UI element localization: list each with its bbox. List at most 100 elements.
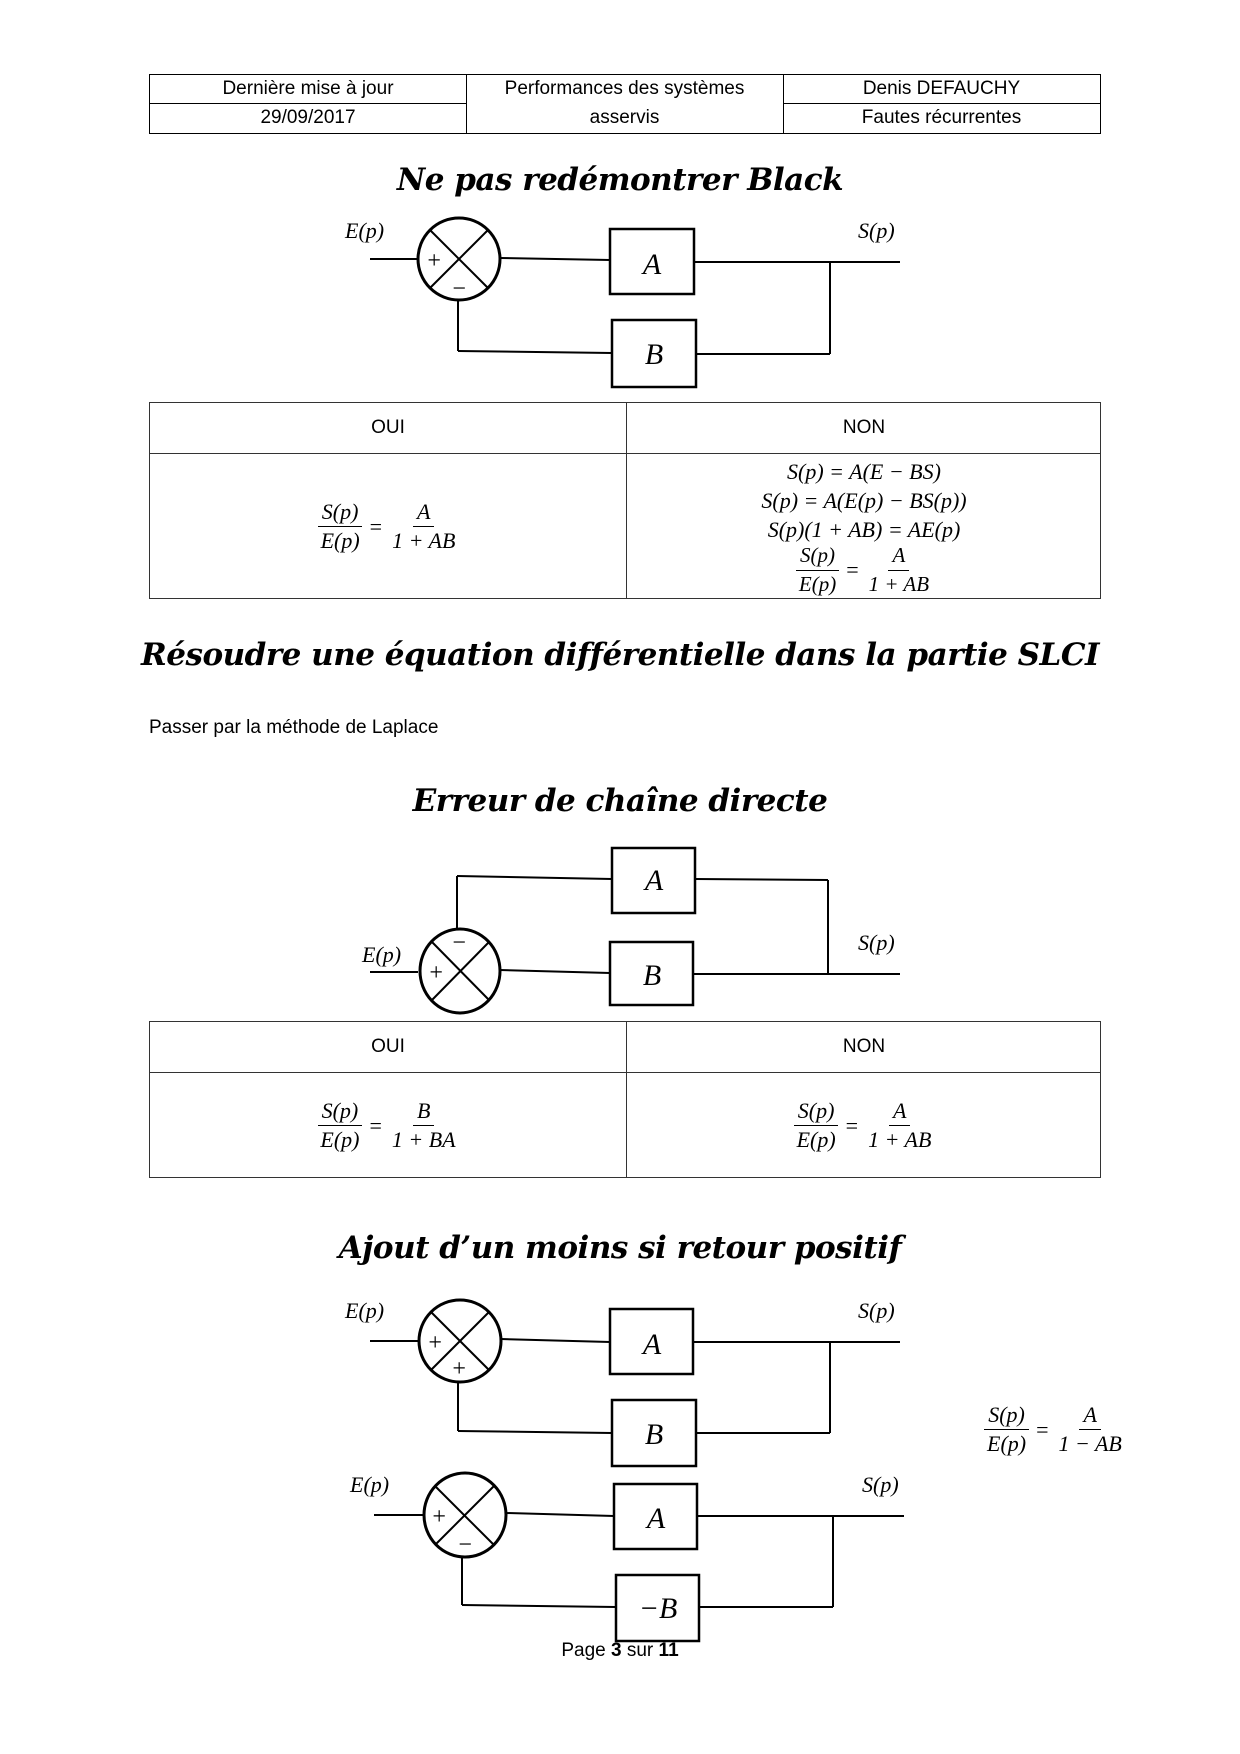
output-label: S(p) <box>858 218 895 243</box>
fraction-denominator: 1 + BA <box>391 1127 456 1152</box>
fraction-denominator: E(p) <box>987 1431 1027 1457</box>
block-b-label: B <box>645 338 663 371</box>
equals-sign: = <box>369 1112 382 1138</box>
block-a-label: A <box>641 1328 662 1361</box>
table-divider <box>150 1072 1100 1073</box>
fraction: S(p)E(p) <box>983 1402 1030 1457</box>
fraction: S(p)E(p) <box>316 1098 363 1152</box>
subject-line1: Performances des systèmes <box>504 78 745 100</box>
fraction: S(p)E(p) <box>795 544 840 595</box>
output-label: S(p) <box>858 1298 895 1323</box>
incorrect-derivation-cell: S(p) = A(E − BS) S(p) = A(E(p) − BS(p)) … <box>626 455 1102 598</box>
page-total: 11 <box>658 1640 679 1661</box>
section-title-direct-chain: Erreur de chaîne directe <box>412 783 828 819</box>
equals-sign: = <box>845 1112 859 1138</box>
block-b <box>610 318 698 389</box>
block-b-label: B <box>645 1418 663 1451</box>
fraction-denominator: E(p) <box>798 571 837 596</box>
section-title-differential: Résoudre une équation différentielle dan… <box>141 637 1100 673</box>
header-divider <box>783 103 1100 104</box>
derivation-line: S(p)(1 + AB) = AE(p) <box>767 517 961 543</box>
block-a <box>610 846 697 915</box>
junction-cross <box>429 229 489 289</box>
column-header-yes: OUI <box>371 1036 405 1057</box>
sign-plus: + <box>431 1504 447 1530</box>
table-divider <box>626 1022 627 1177</box>
fraction-numerator: S(p) <box>317 1098 363 1126</box>
diagram-negated-feedback <box>374 1471 904 1643</box>
derivation-line: S(p) = A(E − BS) <box>787 459 941 485</box>
sign-minus: − <box>457 1532 473 1558</box>
header-divider <box>466 75 467 133</box>
header-divider <box>150 103 466 104</box>
fraction-numerator: S(p) <box>793 1098 839 1126</box>
fraction-numerator: S(p) <box>796 544 840 571</box>
fraction-denominator: 1 + AB <box>392 528 456 553</box>
input-label: E(p) <box>344 218 384 243</box>
block-neg-b <box>614 1573 701 1643</box>
subject-line2: asservis <box>589 107 660 129</box>
page-current: 3 <box>611 1640 622 1661</box>
sign-plus: + <box>451 1356 467 1382</box>
column-header-yes: OUI <box>371 417 405 438</box>
fraction-numerator: A <box>1079 1402 1101 1431</box>
input-label: E(p) <box>349 1472 389 1497</box>
page-middle: sur <box>626 1640 654 1661</box>
input-label: E(p) <box>344 1298 384 1323</box>
sign-minus: − <box>451 930 467 956</box>
update-date: 29/09/2017 <box>260 107 356 129</box>
table-divider <box>150 453 1100 454</box>
section-title-positive-feedback: Ajout d’un moins si retour positif <box>338 1230 902 1266</box>
summing-junction-icon <box>417 1298 503 1384</box>
sign-plus: + <box>427 1330 443 1356</box>
fraction-denominator: 1 + AB <box>868 1127 932 1152</box>
fraction-numerator: S(p) <box>984 1402 1029 1431</box>
diagram-positive-feedback <box>370 1298 900 1468</box>
fraction-numerator: A <box>889 1098 911 1126</box>
fraction-numerator: S(p) <box>317 499 363 527</box>
equals-sign: = <box>369 513 383 539</box>
fraction-denominator: E(p) <box>320 1127 360 1152</box>
sign-minus: − <box>451 276 467 302</box>
document-title: Fautes récurrentes <box>861 107 1022 129</box>
header-divider <box>783 75 784 133</box>
diagram-direct-chain <box>370 846 900 1015</box>
laplace-instruction: Passer par la méthode de Laplace <box>149 717 439 738</box>
fraction-denominator: E(p) <box>796 1127 836 1152</box>
equals-sign: = <box>846 557 859 582</box>
page-prefix: Page <box>561 1640 606 1661</box>
feedback-line <box>457 350 613 354</box>
line-to-a <box>499 257 611 261</box>
diagram-black <box>370 216 900 389</box>
last-update-label: Dernière mise à jour <box>222 78 394 100</box>
input-label: E(p) <box>361 942 401 967</box>
fraction-denominator: E(p) <box>320 528 360 553</box>
header-table: Dernière mise à jour 29/09/2017 Performa… <box>149 74 1101 134</box>
author-name: Denis DEFAUCHY <box>862 78 1021 100</box>
table-divider <box>626 403 627 598</box>
block-neg-b-label: −B <box>639 1592 678 1625</box>
column-header-no: NON <box>842 417 886 438</box>
block-b-label: B <box>643 959 661 992</box>
column-header-no: NON <box>842 1036 886 1057</box>
sign-plus: + <box>426 248 442 274</box>
fraction-denominator: 1 + AB <box>868 571 930 596</box>
derivation-line: S(p) = A(E(p) − BS(p)) <box>761 488 967 514</box>
fraction: S(p)E(p) <box>793 1098 840 1152</box>
fraction: S(p)E(p) <box>317 499 364 553</box>
output-label: S(p) <box>862 1472 899 1497</box>
